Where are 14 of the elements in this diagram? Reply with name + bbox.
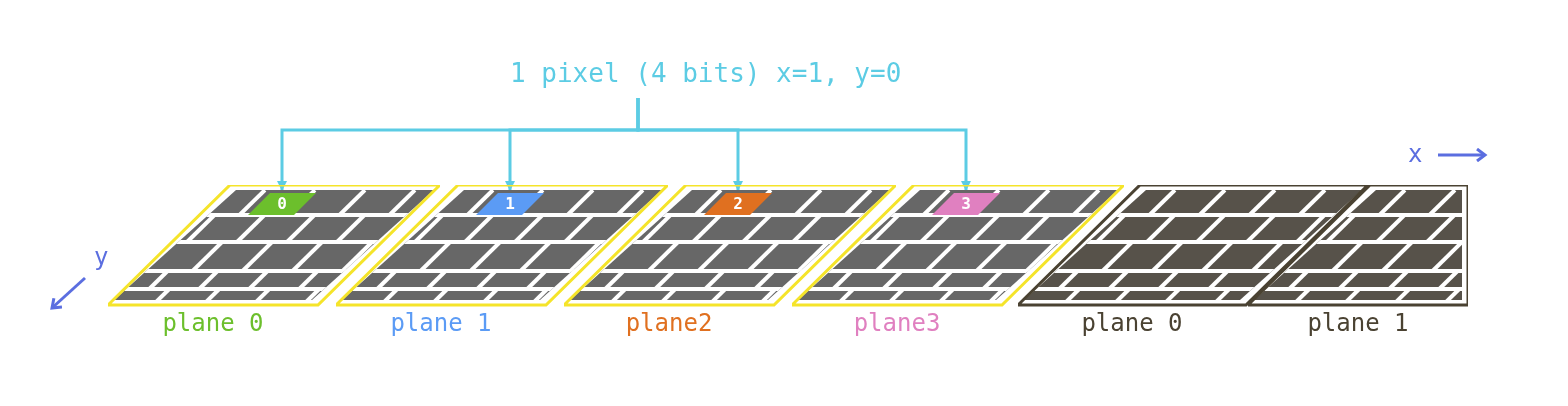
plane-label: plane 1: [1307, 309, 1409, 337]
arrow: [636, 98, 971, 191]
axis-label: y: [94, 243, 109, 271]
pixel-caption: 1 pixel (4 bits) x=1, y=0: [510, 58, 902, 88]
plane-label: plane 1: [390, 309, 492, 337]
highlighted-pixel: 0: [248, 193, 316, 215]
plane-label: plane 0: [1081, 309, 1183, 337]
plane-label: plane2: [625, 309, 713, 337]
highlighted-pixel: 1: [476, 193, 544, 215]
highlighted-pixel: 2: [704, 193, 772, 215]
axis-label: x: [1408, 140, 1423, 168]
plane-label: plane3: [853, 309, 941, 337]
plane-label: plane 0: [162, 309, 264, 337]
highlighted-pixel: 3: [932, 193, 1000, 215]
